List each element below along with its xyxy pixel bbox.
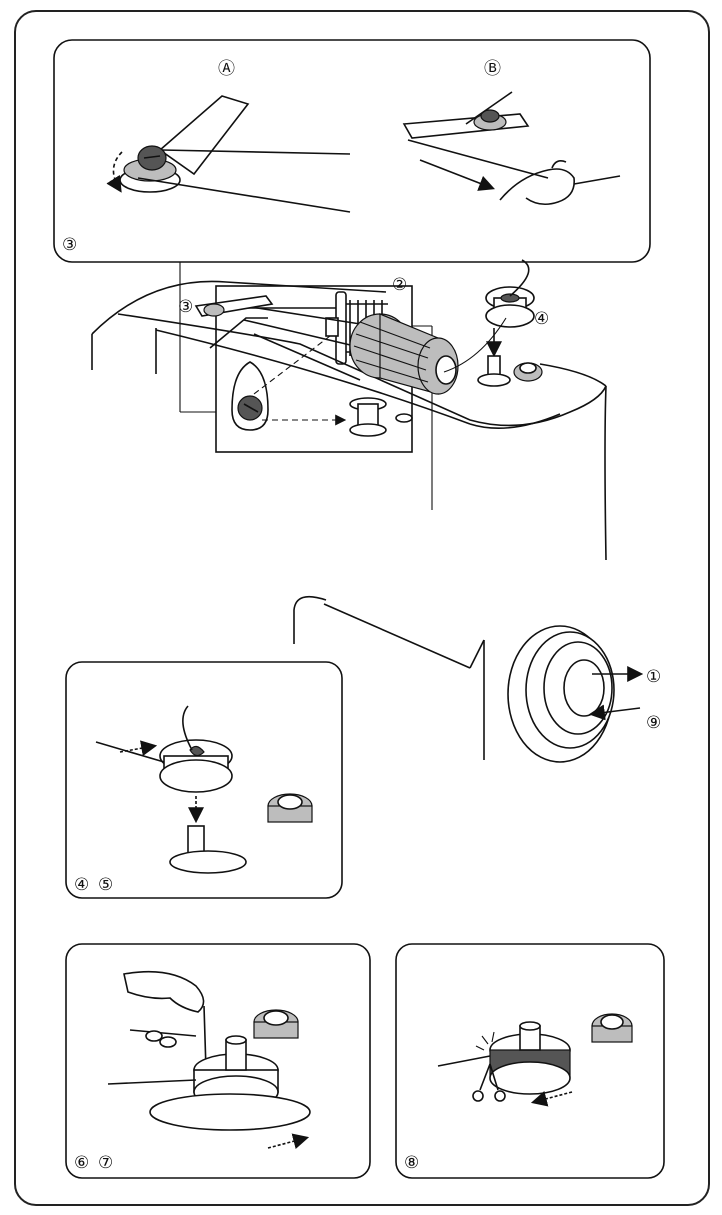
panel-bobbin-step-5: ⑤: [98, 875, 113, 895]
handwheel: [508, 626, 640, 762]
callout-spool: ②: [392, 275, 407, 295]
callout-handwheel-push: ⑨: [646, 713, 661, 733]
panel-trim-step-6: ⑥: [74, 1153, 89, 1173]
callout-bobbin: ④: [534, 309, 549, 329]
panel-top-step-label: ③: [62, 235, 77, 255]
bobbin-winder: [444, 260, 542, 386]
view-b-label: Ⓑ: [484, 59, 501, 79]
panel-bobbin-step-4: ④: [74, 875, 89, 895]
panel-cut-step-8: ⑧: [404, 1153, 419, 1173]
view-a-label: Ⓐ: [218, 59, 235, 79]
panel-trim-step-7: ⑦: [98, 1153, 113, 1173]
callout-thread-guide: ③: [178, 297, 193, 317]
callout-handwheel-pull: ①: [646, 667, 661, 687]
